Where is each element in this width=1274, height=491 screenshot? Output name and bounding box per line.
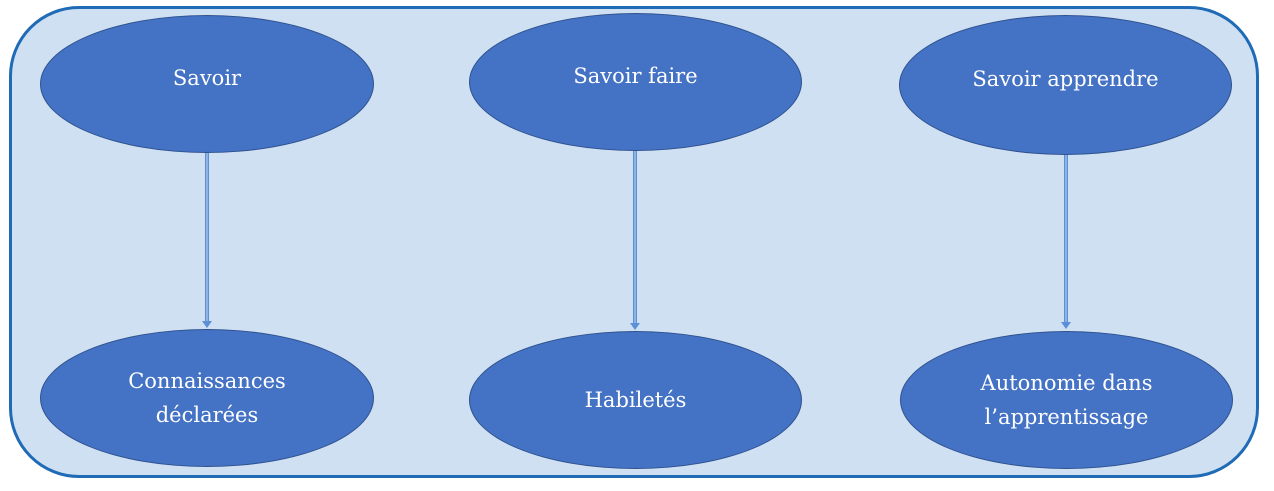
- node-connaissances-declarees: Connaissances déclarées: [40, 329, 374, 467]
- node-autonomie-apprentissage: Autonomie dans l’apprentissage: [900, 331, 1233, 469]
- node-label-line1: Connaissances: [128, 369, 286, 393]
- node-savoir-faire: Savoir faire: [469, 13, 802, 151]
- node-label: Savoir faire: [573, 64, 698, 88]
- node-label-line2: l’apprentissage: [984, 405, 1149, 429]
- arrow-down-icon: [1061, 155, 1071, 330]
- node-label-line2: déclarées: [155, 403, 259, 427]
- node-label: Savoir: [172, 66, 242, 90]
- arrow-down-icon: [630, 151, 640, 331]
- node-savoir: Savoir: [40, 15, 374, 153]
- arrow-down-icon: [202, 153, 212, 329]
- node-savoir-apprendre: Savoir apprendre: [899, 15, 1232, 155]
- node-label-line1: Habiletés: [584, 388, 687, 412]
- node-label-line1: Autonomie dans: [980, 371, 1153, 395]
- node-label: Savoir apprendre: [972, 67, 1159, 91]
- node-habiletes: Habiletés: [469, 331, 802, 469]
